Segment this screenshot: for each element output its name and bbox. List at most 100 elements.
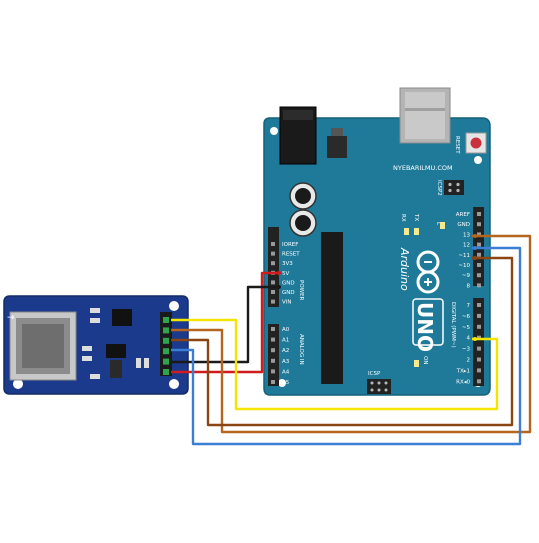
sd-pin [163,327,169,334]
analog-pin [271,327,275,331]
icsp2-header [444,180,464,195]
digital-pin-label: ~10 [458,263,470,269]
digital-pin [477,242,481,247]
wire-darkbrown-miso [171,256,514,427]
on-led [414,360,419,367]
power-pin-label: 3V3 [282,261,293,267]
digital-pin-label: 12 [463,243,470,249]
sd-regulator [106,344,126,358]
analog-pin-label: A3 [282,359,290,365]
digital-pin-label: 13 [463,232,470,238]
sd-smd-components [82,308,149,379]
digital-pin [477,303,481,307]
sd-pin-group [163,317,169,375]
mounting-hole [474,156,482,164]
digital-pin [477,212,481,216]
microsd-slot [9,311,77,381]
analog-pin-label: A5 [282,380,290,386]
digital-pin [477,335,481,340]
digital-pin-label: ~11 [458,253,470,259]
analog-pin-label: A2 [282,348,289,354]
digital-pin [477,368,481,373]
digital-pin-label: 2 [467,358,471,364]
sd-regulator-body [110,360,122,378]
mounting-hole [278,379,286,387]
sd-pin [163,317,169,323]
usb-connector [399,87,451,144]
on-led-label: ON [422,356,428,364]
digital-pin [477,222,481,227]
sd-pin [163,337,169,344]
mounting-hole [270,127,278,135]
power-pin-label: IOREF [282,242,298,248]
analog-pin-label: A0 [282,327,290,333]
digital-pin [477,232,481,237]
analog-pin [271,337,275,342]
digital-pin [477,283,481,288]
analog-pin [271,380,275,384]
mounting-hole [13,379,23,389]
digital-pin-label: AREF [456,212,470,218]
uno-model-label: UNO [413,302,437,352]
sd-pin [163,369,169,375]
arduino-logo [416,250,440,294]
power-pin-label: RESET [282,252,300,258]
sd-pin [163,358,169,365]
analog-pin-label: A1 [282,338,289,344]
digital-pin [477,252,481,257]
arduino-uno-board: RESET NYEBARILMU.COM ICSP2 TX RX L ON Ar… [263,87,491,396]
rx-led [404,228,409,235]
wire-black-gnd [171,285,280,364]
digital-pin [477,273,481,278]
analog-pin [271,369,275,374]
analog-section-label: ANALOG IN [298,334,304,365]
digital-pin-label: 4 [467,336,471,342]
wire-endpoints [277,234,477,341]
voltage-regulator [327,128,347,158]
digital-pin-label: ~5 [462,325,471,331]
atmega-chip [321,232,343,384]
arduino-brand-label: Arduino [398,247,411,291]
l-led-label: L [435,222,441,226]
wire-blue-mosi [171,246,522,446]
power-pin-label: 5V [282,271,289,277]
power-pin [271,251,275,256]
l-led [440,222,445,229]
power-pin [271,299,275,304]
power-pin-label: GND [282,290,295,296]
reset-label: RESET [454,136,460,154]
digital-pin-label: RX◂0 [456,379,470,385]
power-pin [271,290,275,294]
analog-pin [271,348,275,353]
digital-pin-label: TX▸1 [456,368,470,374]
digital-pin-label: 7 [467,303,471,309]
power-pin [271,280,275,285]
sd-pin [163,348,169,355]
power-pin [271,242,275,246]
analog-pin-label: A4 [282,369,290,375]
rx-label: RX [400,214,406,222]
mounting-hole [169,301,179,311]
icsp2-label: ICSP2 [436,180,442,196]
reset-button[interactable] [465,132,487,154]
digital-pin [477,313,481,318]
power-pin-label: VIN [282,300,292,306]
wires [171,234,532,446]
analog-pin [271,358,275,363]
wire-brown-sck [171,234,532,434]
digital-pin [477,263,481,267]
digital-pin [477,346,481,351]
digital-pin [477,357,481,362]
digital-pin [477,379,481,384]
power-section-label: POWER [298,280,304,301]
sd-level-shifter-chip [112,309,132,326]
mounting-hole [169,379,179,389]
power-jack [279,106,317,165]
icsp-label: ICSP [368,371,381,377]
digital-section-label: DIGITAL (PWM~) [450,302,456,348]
digital-pin-label: ~3 [462,347,471,353]
